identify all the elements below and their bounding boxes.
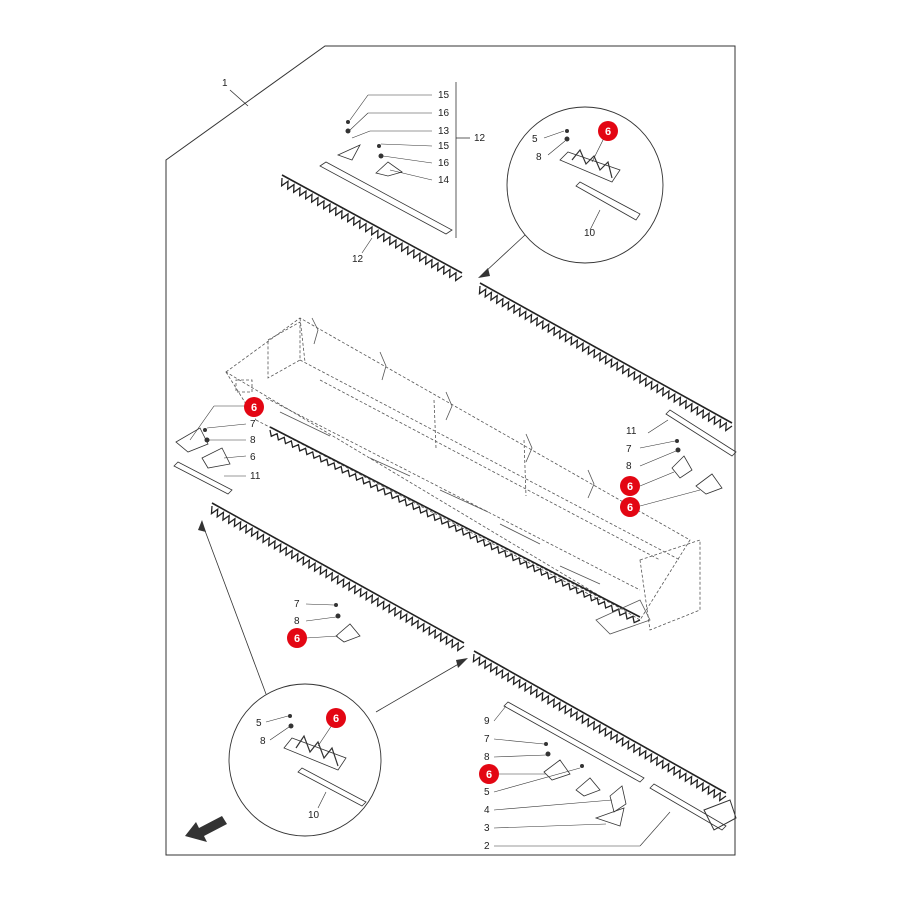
knife-lower-right — [472, 650, 727, 802]
callout-16b: 16 — [438, 158, 450, 169]
callout-br-5: 5 — [484, 787, 490, 798]
right-guard-group: 11 7 8 6 6 — [620, 409, 737, 517]
callout-16a: 16 — [438, 108, 450, 119]
badge-tr-6 — [598, 121, 618, 141]
callout-12-right: 12 — [474, 133, 486, 144]
knife-upper-right — [478, 282, 733, 432]
callout-15a: 15 — [438, 90, 450, 101]
knife-teeth-lower-right-bar — [473, 650, 727, 794]
callout-br-4: 4 — [484, 805, 490, 816]
svg-text:6: 6 — [294, 633, 300, 645]
guard-teeth-header — [269, 429, 641, 624]
header-guard-row — [269, 426, 641, 624]
detail-circle-top-right: 5 8 10 6 — [506, 106, 664, 264]
callout-assembly: 1 — [222, 78, 228, 89]
top-knife-section: 15 16 13 15 16 14 12 12 — [280, 82, 486, 282]
leader-detail-tr — [483, 234, 526, 274]
callout-left-11: 11 — [250, 471, 261, 482]
leader-detail-bl-right — [375, 661, 463, 713]
middle-guard-group: 7 8 6 — [287, 599, 361, 648]
knife-teeth-upper-right-bar — [479, 282, 733, 424]
badge-right-6a — [620, 476, 640, 496]
header-frame — [225, 317, 701, 631]
callout-br-3: 3 — [484, 823, 490, 834]
callout-tr-10: 10 — [584, 228, 596, 239]
badge-mid-6 — [287, 628, 307, 648]
callout-mid-7: 7 — [294, 599, 300, 610]
callout-12-bottom: 12 — [352, 254, 364, 265]
callout-left-7: 7 — [250, 419, 256, 430]
callout-right-11: 11 — [626, 426, 637, 437]
callout-13: 13 — [438, 126, 450, 137]
knife-teeth-lower-left-bar — [211, 502, 465, 644]
arrow-icon — [185, 816, 227, 842]
knife-teeth-lower-left — [210, 505, 465, 652]
callout-br-9: 9 — [484, 716, 490, 727]
header-uprights — [311, 317, 595, 499]
callout-15b: 15 — [438, 141, 450, 152]
knife-teeth-upper-right — [478, 285, 733, 432]
knife-lower-left — [210, 502, 465, 652]
callout-br-8: 8 — [484, 752, 490, 763]
diagram-frame — [165, 45, 736, 856]
svg-text:6: 6 — [251, 402, 257, 414]
callout-right-8: 8 — [626, 461, 632, 472]
svg-text:6: 6 — [627, 502, 633, 514]
knife-teeth-top — [280, 177, 463, 282]
callout-mid-8: 8 — [294, 616, 300, 627]
guard-teeth-header-bar — [269, 426, 641, 618]
header-skids — [279, 411, 651, 635]
detail-circle-bottom-left: 5 8 10 6 — [228, 683, 382, 837]
callout-bl-10: 10 — [308, 810, 320, 821]
leader-detail-bl-up — [203, 527, 267, 695]
callout-left-6b: 6 — [250, 452, 256, 463]
knife-teeth-lower-right — [472, 653, 727, 802]
callout-br-2: 2 — [484, 841, 490, 852]
callout-bl-8: 8 — [260, 736, 266, 747]
badge-tr-6-label: 6 — [605, 126, 611, 138]
callout-bl-5: 5 — [256, 718, 262, 729]
left-guard-group: 6 7 8 6 11 — [173, 397, 264, 495]
svg-text:6: 6 — [333, 713, 339, 725]
knife-teeth-top-bar — [281, 174, 463, 274]
bottom-right-group: 9 7 8 6 5 4 3 2 — [479, 701, 737, 852]
badge-left-6a — [244, 397, 264, 417]
callout-br-7: 7 — [484, 734, 490, 745]
badge-br-6 — [479, 764, 499, 784]
callout-14: 14 — [438, 175, 450, 186]
svg-text:6: 6 — [486, 769, 492, 781]
badge-right-6b — [620, 497, 640, 517]
badge-bl-6 — [326, 708, 346, 728]
callout-tr-8: 8 — [536, 152, 542, 163]
leader-assembly — [229, 89, 249, 107]
svg-text:6: 6 — [627, 481, 633, 493]
callout-right-7: 7 — [626, 444, 632, 455]
callout-left-8: 8 — [250, 435, 256, 446]
callout-tr-5: 5 — [532, 134, 538, 145]
